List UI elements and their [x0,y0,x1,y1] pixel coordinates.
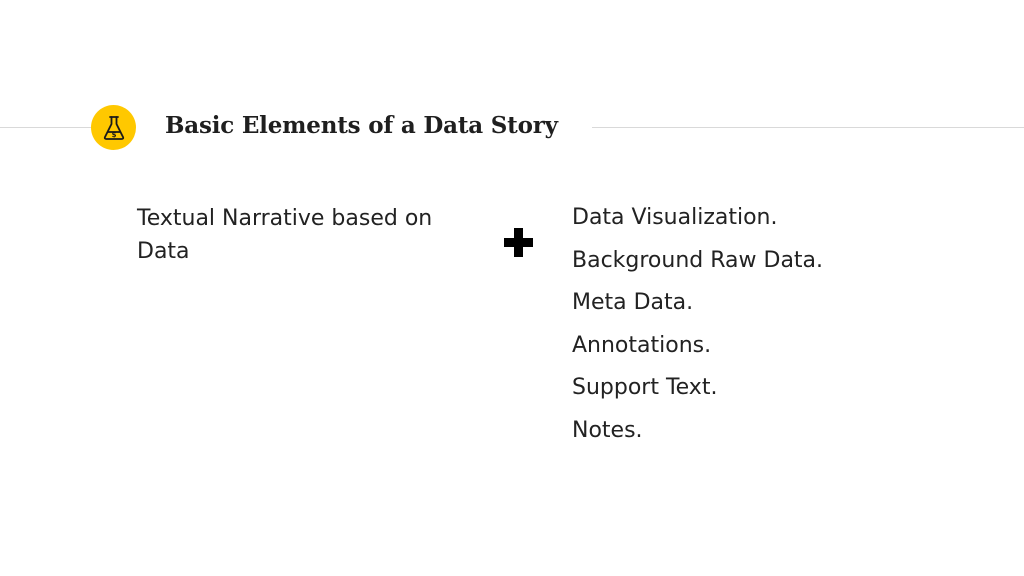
header-rule-left [0,127,92,128]
plus-icon [504,228,533,257]
list-item: Support Text. [572,375,718,400]
flask-icon: $ [103,115,124,140]
list-item: Annotations. [572,332,712,358]
list-item: Notes. [572,417,643,443]
list-item: Meta Data. [572,290,694,315]
narrative-text: Textual Narrative based on Data [137,206,433,264]
flask-badge: $ [91,105,136,150]
list-item: Data Visualization. [572,205,778,230]
svg-text:$: $ [111,131,116,139]
header-rule-right [592,127,1024,128]
slide-title: Basic Elements of a Data Story [165,112,558,139]
elements-list: Data Visualization. Background Raw Data.… [572,201,823,456]
list-item: Background Raw Data. [572,247,824,273]
